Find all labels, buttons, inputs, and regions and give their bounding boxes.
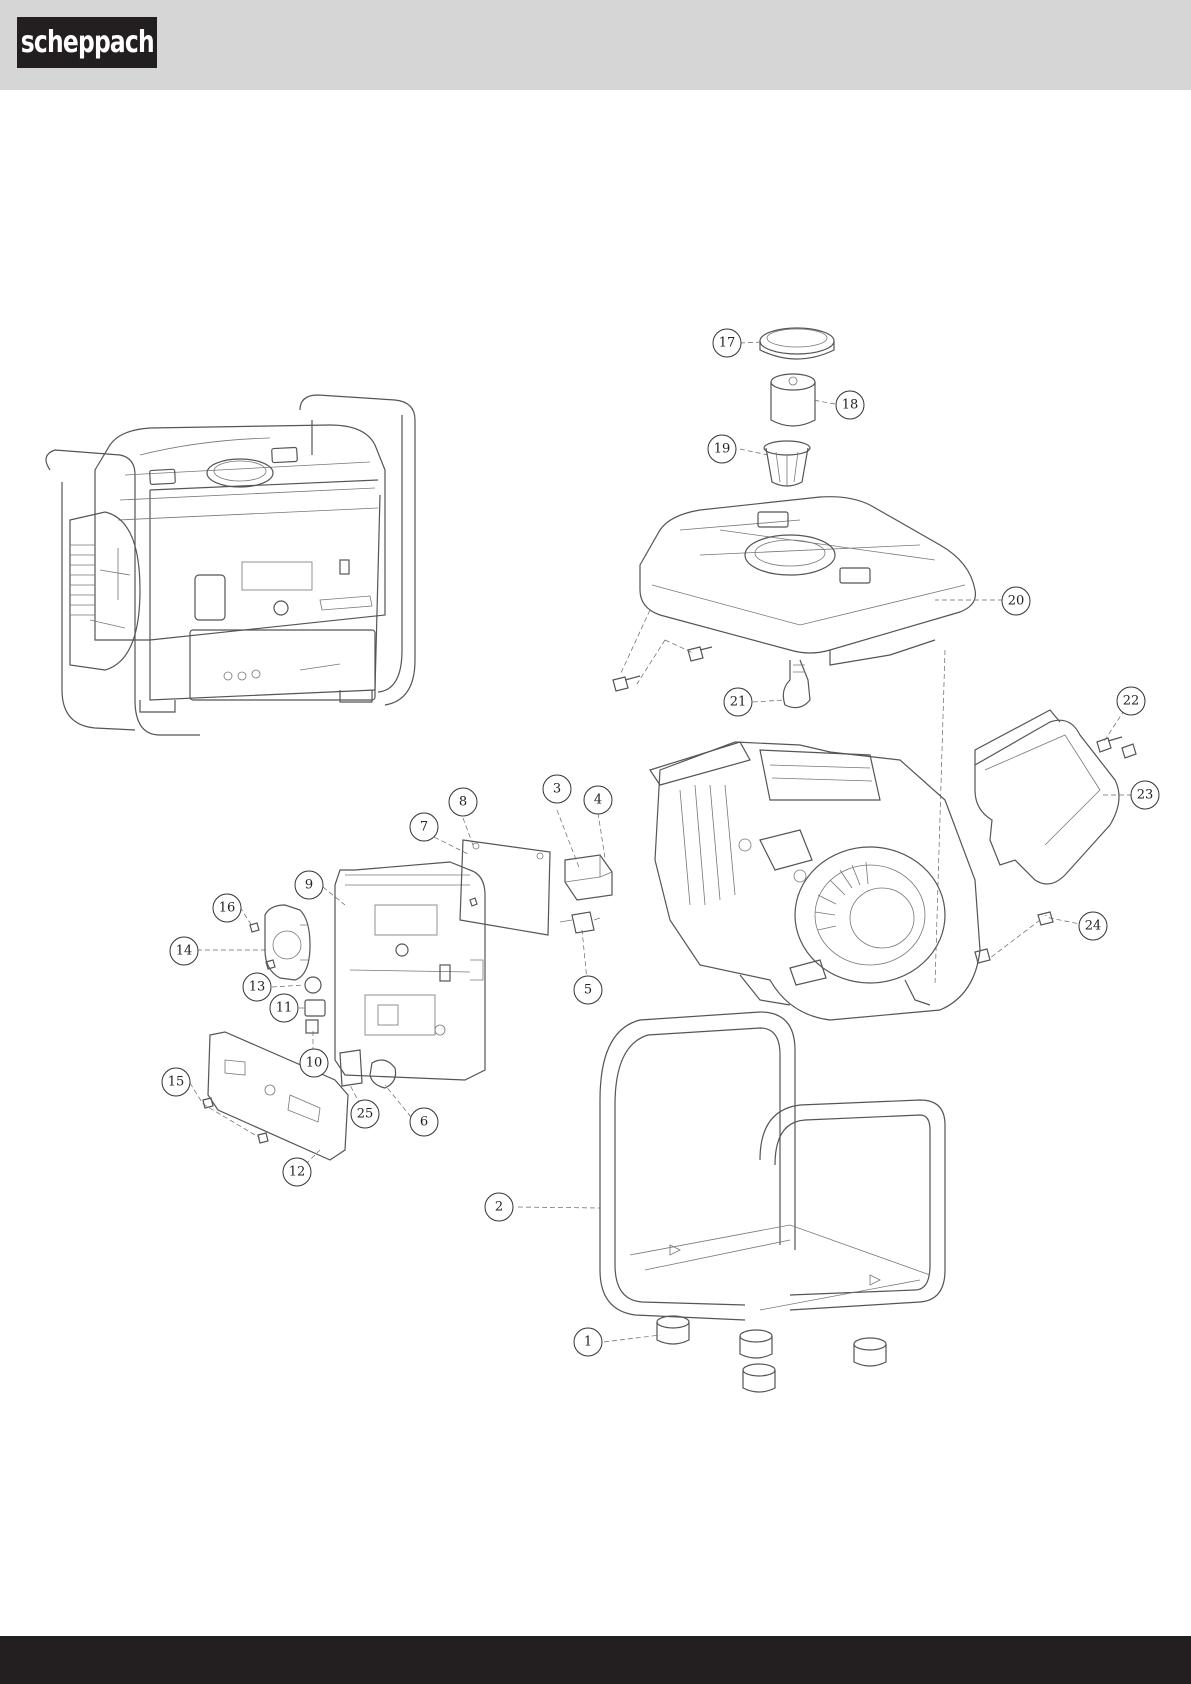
callout-22: 22 <box>1117 687 1145 715</box>
assembled-generator-drawing <box>46 395 415 735</box>
svg-text:18: 18 <box>842 398 859 413</box>
callout-9: 9 <box>295 871 323 899</box>
callout-14: 14 <box>170 937 198 965</box>
svg-text:17: 17 <box>719 336 736 351</box>
fuel-cap-drawing <box>760 328 834 359</box>
engine-drawing <box>650 742 980 1020</box>
callout-2: 2 <box>485 1193 513 1221</box>
callout-16: 16 <box>213 894 241 922</box>
callout-20: 20 <box>1002 587 1030 615</box>
callout-13: 13 <box>243 973 271 1001</box>
voltage-regulator-drawing <box>565 855 612 900</box>
callout-3: 3 <box>543 775 571 803</box>
callout-21: 21 <box>724 688 752 716</box>
callout-17: 17 <box>713 329 741 357</box>
svg-text:23: 23 <box>1137 788 1154 803</box>
cover-bolts-drawing <box>975 737 1136 963</box>
callout-10: 10 <box>300 1049 328 1077</box>
callout-18: 18 <box>836 391 864 419</box>
svg-text:20: 20 <box>1008 594 1025 609</box>
svg-text:12: 12 <box>289 1165 306 1180</box>
rubber-feet-drawing <box>657 1316 886 1392</box>
svg-text:10: 10 <box>306 1056 323 1071</box>
lower-panel-drawing <box>203 1032 348 1160</box>
svg-text:6: 6 <box>420 1115 428 1130</box>
svg-text:4: 4 <box>594 793 602 808</box>
engine-side-cover-drawing <box>975 710 1119 884</box>
svg-text:7: 7 <box>420 820 428 835</box>
small-parts-drawing <box>250 898 477 1088</box>
svg-text:1: 1 <box>584 1335 592 1350</box>
callout-6: 6 <box>410 1108 438 1136</box>
callout-11: 11 <box>270 994 298 1022</box>
callout-23: 23 <box>1131 781 1159 809</box>
callout-5: 5 <box>574 976 602 1004</box>
callout-7: 7 <box>410 813 438 841</box>
fuel-tank-drawing <box>640 497 975 665</box>
callout-8: 8 <box>449 788 477 816</box>
svg-text:13: 13 <box>249 980 266 995</box>
svg-text:14: 14 <box>176 944 193 959</box>
front-panel-drawing <box>335 862 485 1080</box>
socket-drawing <box>265 905 310 980</box>
svg-text:22: 22 <box>1123 694 1140 709</box>
svg-text:5: 5 <box>584 983 592 998</box>
fuel-filter-sponge-drawing <box>771 374 815 426</box>
svg-text:11: 11 <box>276 1001 293 1016</box>
svg-text:3: 3 <box>553 782 561 797</box>
svg-text:19: 19 <box>714 442 731 457</box>
svg-text:24: 24 <box>1085 919 1102 934</box>
svg-text:21: 21 <box>730 695 747 710</box>
svg-text:9: 9 <box>305 878 313 893</box>
switch-drawing <box>560 912 600 933</box>
callout-19: 19 <box>708 435 736 463</box>
svg-text:16: 16 <box>219 901 236 916</box>
svg-text:15: 15 <box>168 1075 185 1090</box>
callout-15: 15 <box>162 1068 190 1096</box>
svg-text:25: 25 <box>357 1107 374 1122</box>
callout-25: 25 <box>351 1100 379 1128</box>
svg-text:8: 8 <box>459 795 467 810</box>
fuel-strainer-drawing <box>764 441 810 486</box>
tank-bolts-drawing <box>613 647 712 691</box>
tube-frame-drawing <box>600 1012 945 1320</box>
callout-24: 24 <box>1079 912 1107 940</box>
footer-bar <box>0 1636 1191 1684</box>
circuit-board-drawing <box>460 840 550 935</box>
callout-12: 12 <box>283 1158 311 1186</box>
callout-4: 4 <box>584 786 612 814</box>
svg-text:2: 2 <box>495 1200 503 1215</box>
callout-1: 1 <box>574 1328 602 1356</box>
fuel-tap-drawing <box>783 660 810 708</box>
